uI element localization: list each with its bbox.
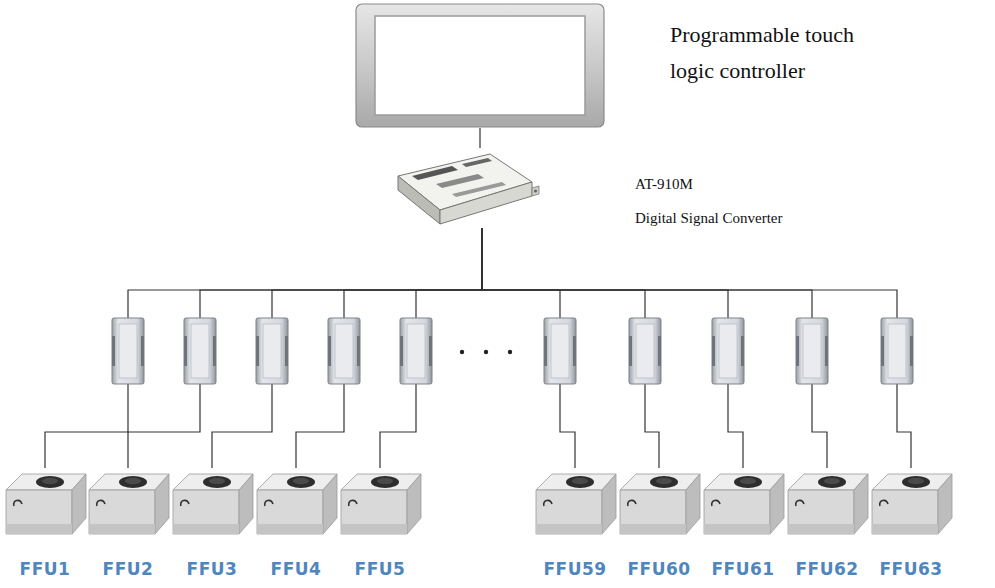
- ffu-picture: [169, 468, 255, 538]
- ffu-label: FFU62: [784, 558, 870, 580]
- control-module: [881, 318, 913, 384]
- ffu-picture: [2, 468, 88, 538]
- ffu-label: FFU61: [700, 558, 786, 580]
- ellipsis-dots: [460, 350, 512, 354]
- signal-wire: [45, 228, 482, 468]
- ffu-picture: [700, 468, 786, 538]
- ffu-picture: [337, 468, 423, 538]
- ffu-label: FFU5: [337, 558, 423, 580]
- ffu-label: FFU2: [85, 558, 171, 580]
- signal-wire: [296, 228, 482, 468]
- signal-wire: [128, 228, 482, 468]
- ffu-label: FFU3: [169, 558, 255, 580]
- ffu-picture: [532, 468, 618, 538]
- ffu-node: FFU3: [169, 468, 255, 538]
- ffu-picture: [868, 468, 954, 538]
- ffu-node: FFU5: [337, 468, 423, 538]
- signal-wire: [482, 228, 827, 468]
- ffu-node: FFU1: [2, 468, 88, 538]
- signal-wire: [482, 228, 575, 468]
- ffu-node: FFU60: [616, 468, 702, 538]
- ffu-node: FFU2: [85, 468, 171, 538]
- ffu-picture: [784, 468, 870, 538]
- ffu-label: FFU59: [532, 558, 618, 580]
- control-module: [400, 318, 432, 384]
- ffu-label: FFU1: [2, 558, 88, 580]
- converter-node: AT-910MDigital Signal Converter: [392, 148, 540, 228]
- ffu-node: FFU4: [253, 468, 339, 538]
- ffu-label: FFU60: [616, 558, 702, 580]
- ffu-picture: [253, 468, 339, 538]
- control-module: [112, 318, 144, 384]
- signal-wire: [482, 228, 911, 468]
- ffu-node: FFU59: [532, 468, 618, 538]
- touch-panel-picture: [355, 3, 605, 128]
- control-modules: [112, 318, 913, 384]
- control-module: [712, 318, 744, 384]
- control-module: [256, 318, 288, 384]
- ffu-node: FFU62: [784, 468, 870, 538]
- signal-wire: [212, 228, 482, 468]
- control-module: [328, 318, 360, 384]
- control-module: [629, 318, 661, 384]
- control-module: [184, 318, 216, 384]
- signal-wire: [380, 228, 482, 468]
- control-module: [796, 318, 828, 384]
- ffu-label: FFU63: [868, 558, 954, 580]
- signal-wire: [479, 128, 480, 148]
- controller-node: Programmable touch logic controller: [355, 3, 605, 128]
- ffu-picture: [616, 468, 702, 538]
- signal-wire: [482, 228, 743, 468]
- converter-picture: [392, 148, 540, 228]
- ffu-picture: [85, 468, 171, 538]
- model-label: AT-910M: [635, 174, 693, 194]
- ffu-node: FFU63: [868, 468, 954, 538]
- controller-label: Programmable touch logic controller: [670, 17, 875, 89]
- control-module: [544, 318, 576, 384]
- ffu-label: FFU4: [253, 558, 339, 580]
- ffu-node: FFU61: [700, 468, 786, 538]
- converter-label: Digital Signal Converter: [635, 208, 782, 228]
